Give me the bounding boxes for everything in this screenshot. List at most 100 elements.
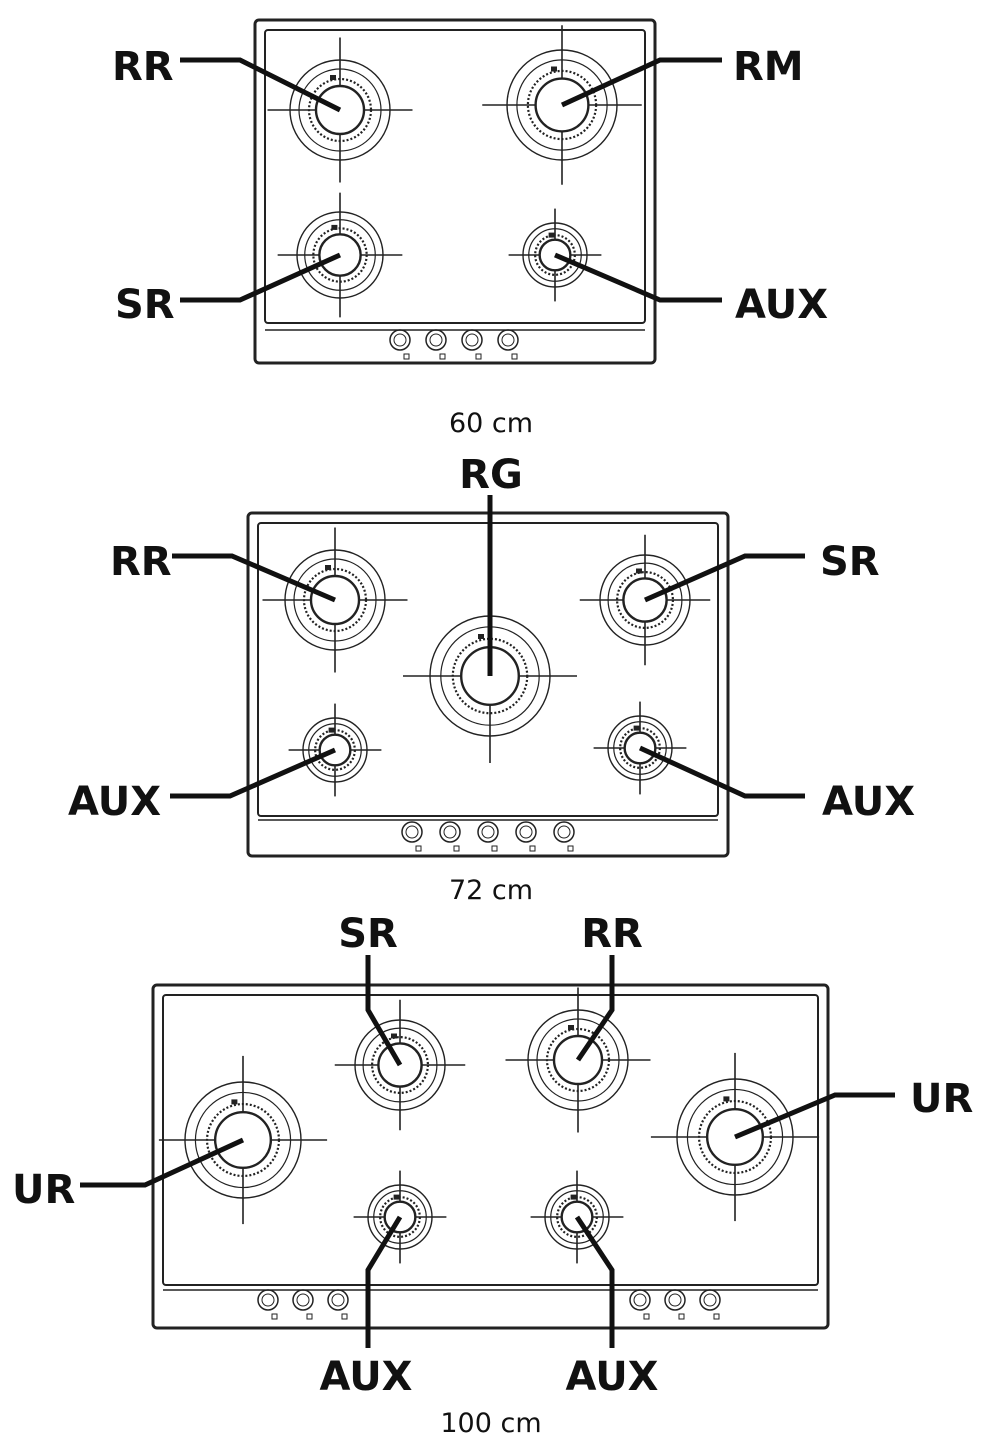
control-knob (497, 329, 519, 351)
burner-position-icon (271, 1313, 278, 1320)
burner-outer-ring (302, 717, 368, 783)
burner-label: AUX (319, 1354, 412, 1400)
burner-outer-ring (354, 1019, 446, 1111)
leader-line (170, 747, 337, 799)
igniter (391, 1033, 397, 1039)
burner-position-icon (341, 1313, 348, 1320)
burner-position-icon (403, 353, 410, 360)
burner-ring (550, 1190, 604, 1244)
burner-crown (534, 234, 576, 276)
leader-line (180, 57, 342, 113)
burner-ring (607, 562, 683, 638)
burner-outer-ring (599, 554, 691, 646)
burner-position-icon (415, 845, 422, 852)
burner-position-icon (306, 1313, 313, 1320)
burner-position-icon (453, 845, 460, 852)
burner-crown (526, 69, 598, 141)
burner-ring (613, 721, 667, 775)
burner-ring (528, 228, 582, 282)
burner-crown (312, 227, 368, 283)
igniter (633, 725, 640, 731)
leader-line (574, 1215, 615, 1348)
leader-line (172, 553, 336, 603)
burner-outer-ring (676, 1078, 794, 1196)
burner-outer-ring (184, 1081, 302, 1199)
control-knob-center (393, 333, 407, 347)
igniter (231, 1099, 238, 1105)
control-knob (461, 329, 483, 351)
control-knob (439, 821, 461, 843)
igniter (331, 224, 338, 230)
burner-position-icon (567, 845, 574, 852)
control-knob-center (443, 825, 457, 839)
control-knob-center (429, 333, 443, 347)
burner-ring (686, 1088, 784, 1186)
leader-line (365, 955, 403, 1067)
burner-outer-ring (506, 49, 618, 161)
hob-size-label: 72 cm (449, 875, 533, 906)
burner-ring (516, 59, 608, 151)
control-knob-center (703, 1293, 717, 1307)
burner-position-icon (439, 353, 446, 360)
control-knob (292, 1289, 314, 1311)
igniter (548, 232, 555, 238)
hob-72: RR RG SR AUX AUX 72 cm (68, 452, 915, 906)
control-knob-center (331, 1293, 345, 1307)
hob-60: RR RM SR AUX 60 cm (112, 18, 828, 439)
control-knob (425, 329, 447, 351)
control-knobs (401, 821, 575, 852)
control-knob (389, 329, 411, 351)
control-knob-center (519, 825, 533, 839)
control-knob-center (261, 1293, 275, 1307)
burner-crown (545, 1027, 611, 1093)
burner-ring (536, 1018, 620, 1102)
control-knob-center (633, 1293, 647, 1307)
hob-inner-edge (264, 29, 646, 324)
leader-line (180, 252, 342, 303)
burner-crown (371, 1035, 430, 1094)
igniter (636, 568, 642, 574)
burner-label: AUX (735, 282, 828, 328)
burner-label: RG (459, 452, 523, 498)
leader-line (365, 1215, 403, 1348)
burner-position-icon (713, 1313, 720, 1320)
control-knob (699, 1289, 721, 1311)
burner-position-icon (529, 845, 536, 852)
burner-label: AUX (822, 779, 915, 825)
burner-label: SR (820, 539, 880, 585)
igniter (551, 66, 557, 72)
burner-label: RR (110, 539, 172, 585)
burner-ring (362, 1027, 438, 1103)
leader-line (80, 1137, 245, 1188)
leader-line (734, 1092, 895, 1140)
burner-position-icon (475, 353, 482, 360)
control-knob-center (501, 333, 515, 347)
burner-ring (308, 723, 362, 777)
control-knob-center (668, 1293, 682, 1307)
burner-ring (373, 1190, 427, 1244)
hob-size-label: 100 cm (440, 1408, 541, 1439)
igniter (723, 1096, 730, 1102)
burner-crown (619, 727, 661, 769)
control-knob (327, 1289, 349, 1311)
burner-position-icon (511, 353, 518, 360)
control-knobs (629, 1289, 721, 1320)
burner-crown (451, 637, 529, 715)
burner-crown (379, 1196, 421, 1238)
control-knobs (257, 1289, 349, 1320)
leader-line (638, 745, 805, 799)
burner-crown (697, 1099, 773, 1175)
burner-label: RR (581, 911, 643, 957)
control-knob (257, 1289, 279, 1311)
igniter (568, 1025, 574, 1030)
burner-outer-ring (289, 59, 391, 161)
burner-outer-ring (544, 1184, 610, 1250)
burner-label: UR (12, 1167, 75, 1213)
hob-outline (151, 983, 830, 1330)
burner-crown (556, 1196, 598, 1238)
control-knob-center (465, 333, 479, 347)
burner-position-icon (643, 1313, 650, 1320)
burner-outer-ring (296, 211, 384, 299)
burner-ring (304, 219, 376, 291)
